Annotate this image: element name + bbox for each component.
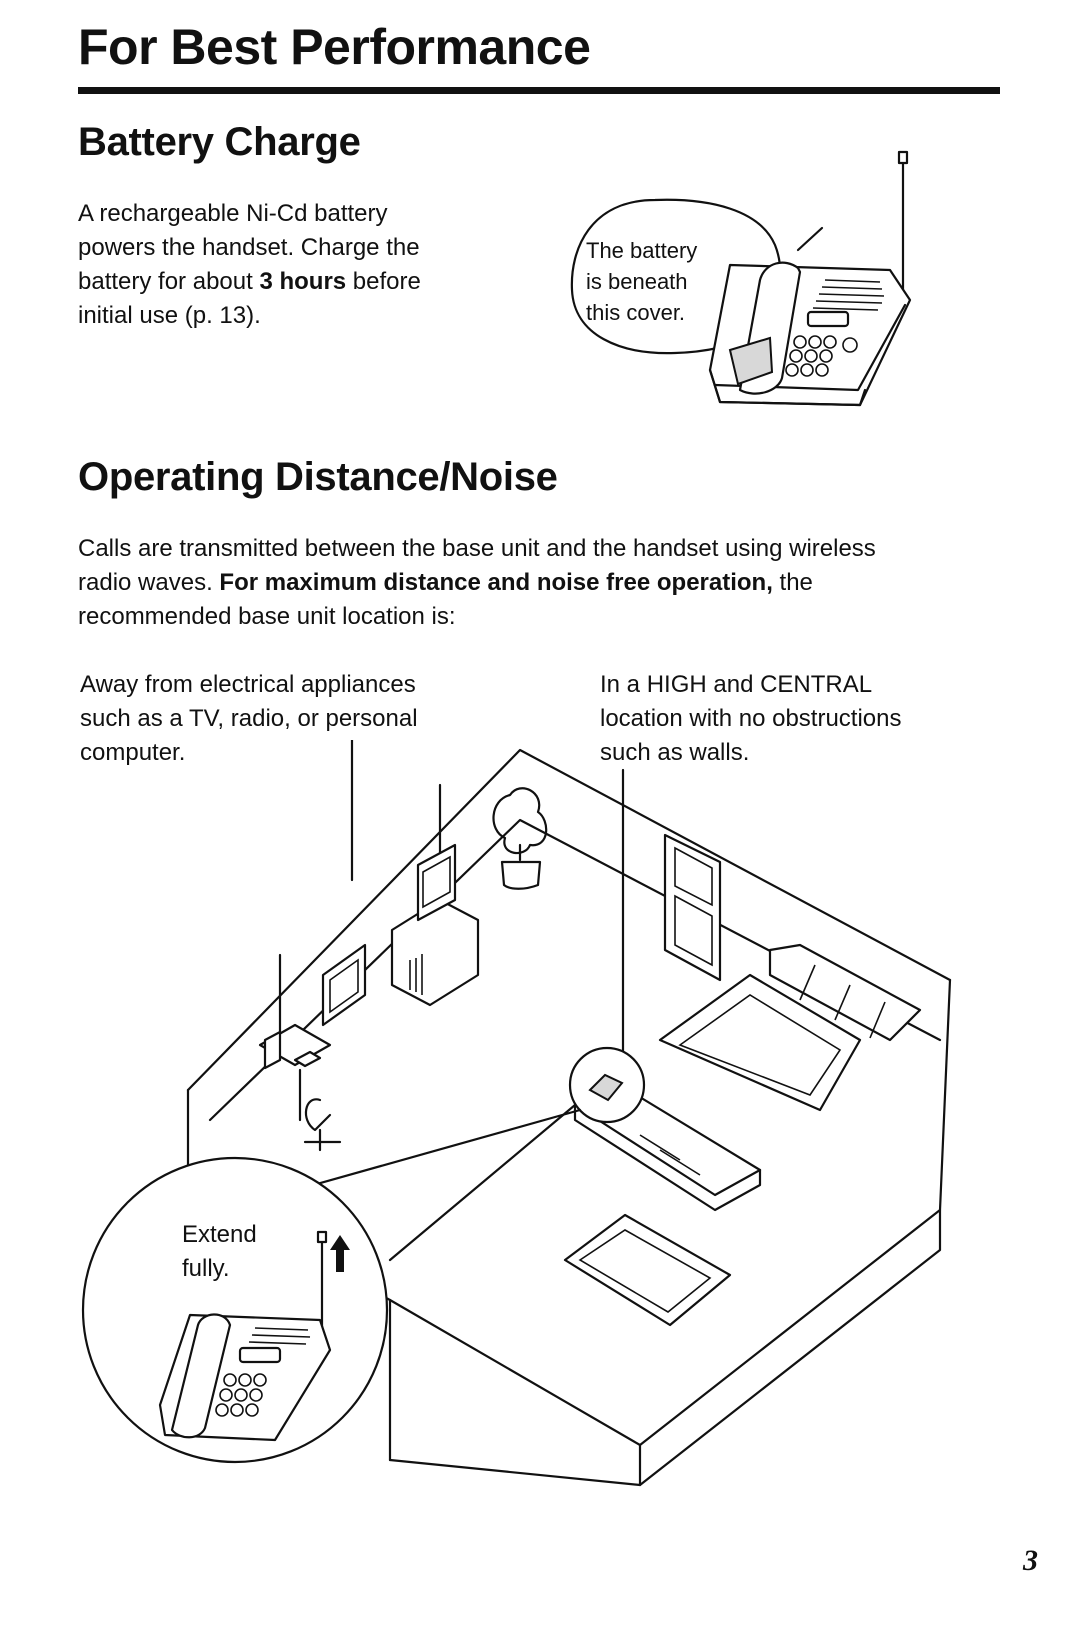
plant [492,787,548,890]
battery-line-2: powers the handset. Charge the [78,234,420,261]
computer-desk [258,1023,342,1152]
floor-rug [563,1213,732,1327]
speaker-grille [812,279,885,311]
distance-line-2: radio waves. For maximum distance and no… [78,569,813,596]
base-location-phone [588,1073,624,1102]
handset-antenna [796,226,824,252]
back-walls [186,748,952,1092]
battery-cover [728,336,774,386]
battery-line-3: battery for about 3 hours before [78,268,421,295]
location-label: In a HIGH and CENTRAL location with no o… [600,671,902,766]
distance-emphasis: For maximum distance and noise free oper… [219,569,773,596]
extend-label: Extend fully. [182,1221,257,1282]
battery-line-4: initial use (p. 13). [78,302,261,329]
keypad [785,335,858,377]
magnify-circle [81,1156,389,1464]
distance-heading: Operating Distance/Noise [78,455,558,499]
sofa [768,943,922,1042]
magnified-handset [170,1313,232,1439]
distance-paragraph: Calls are transmitted between the base u… [78,532,1018,634]
room-illustration [81,740,952,1487]
distance-line-3: recommended base unit location is: [78,603,456,630]
bed [658,973,862,1112]
distance-line-1: Calls are transmitted between the base u… [78,535,876,562]
page-title: For Best Performance [78,19,591,75]
battery-paragraph: A rechargeable Ni-Cd battery powers the … [78,197,498,333]
page-number: 3 [1023,1544,1038,1577]
wall-picture [321,943,367,1027]
battery-heading: Battery Charge [78,120,361,164]
tv-cabinet [390,843,480,1007]
battery-callout-text: The battery is beneath this cover. [586,238,698,325]
magnify-line-1 [388,1103,577,1262]
battery-line-1: A rechargeable Ni-Cd battery [78,200,388,227]
phone-battery-illustration [570,150,912,407]
title-rule [78,87,1000,94]
door [663,833,722,982]
appliances-label: Away from electrical appliances such as … [80,671,418,766]
up-arrow-icon [330,1235,350,1272]
antenna-tip [897,150,909,165]
charge-duration: 3 hours [259,268,347,295]
display [806,310,850,328]
